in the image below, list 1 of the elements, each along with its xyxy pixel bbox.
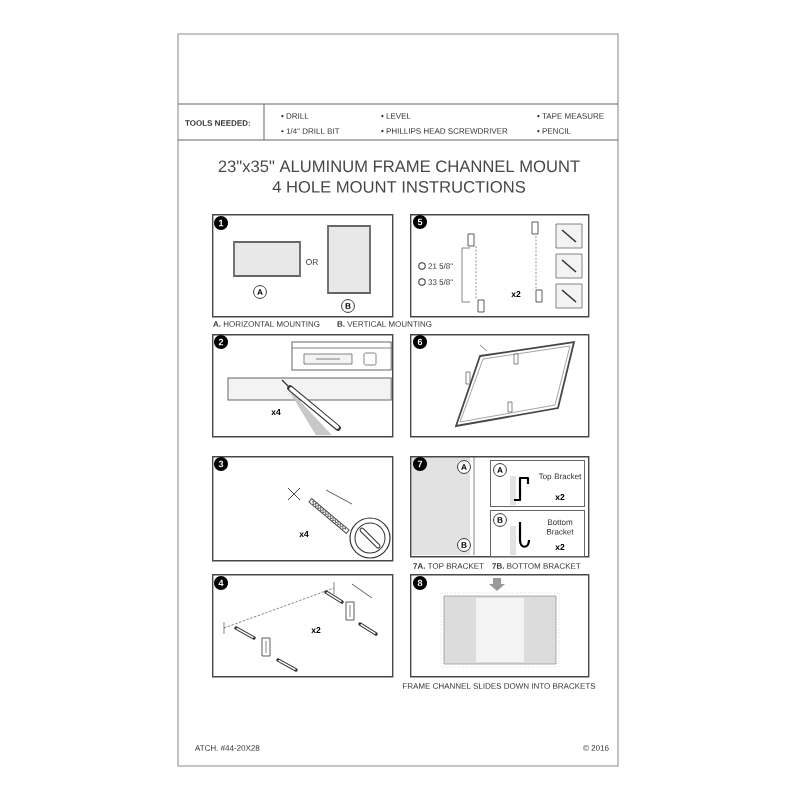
- title: 23"x35" ALUMINUM FRAME CHANNEL MOUNT 4 HOLE MOUNT INSTRUCTIONS: [218, 160, 580, 193]
